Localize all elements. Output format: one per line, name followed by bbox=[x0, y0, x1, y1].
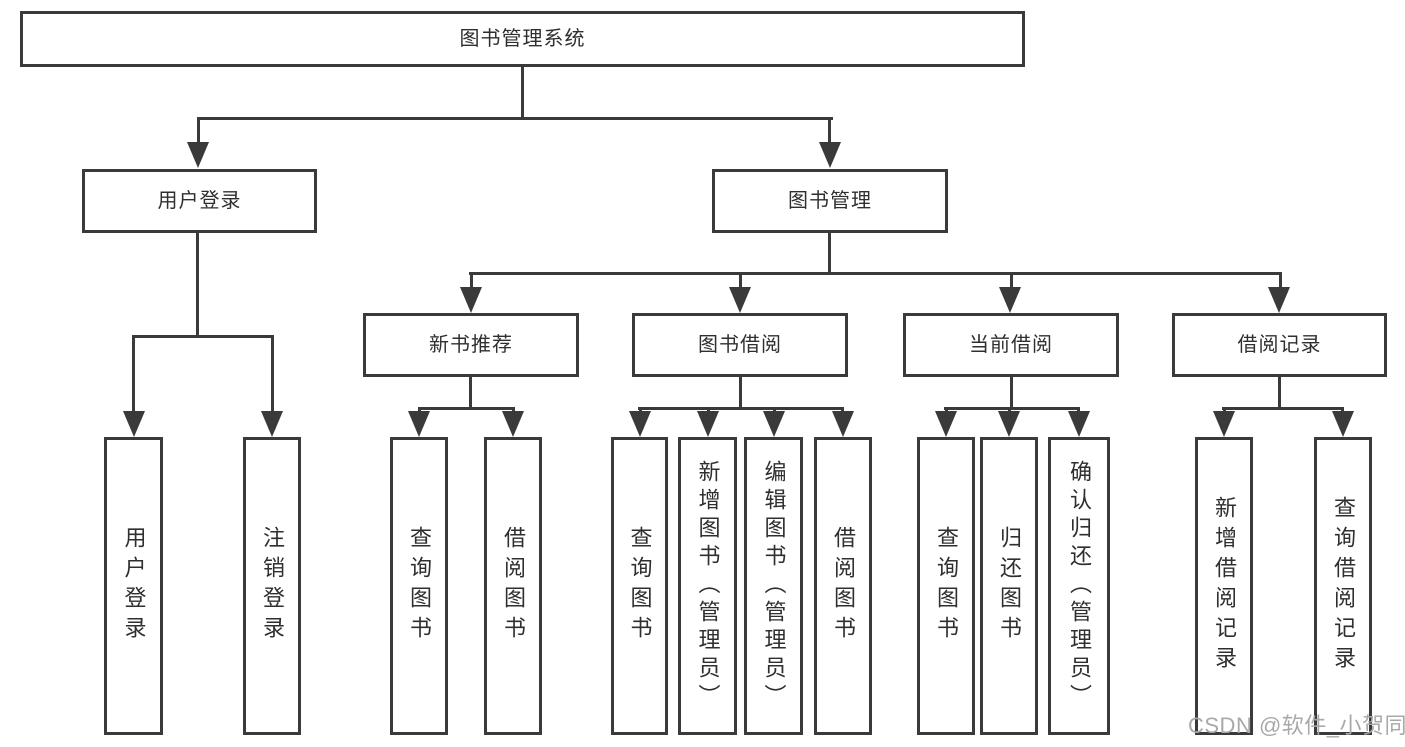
connector-line bbox=[828, 233, 831, 275]
leaf-query-book-3: 查询图书 bbox=[917, 437, 975, 735]
leaf-edit-book-admin: 编辑图书（管理员） bbox=[744, 437, 803, 735]
leaf-add-borrow-record: 新增借阅记录 bbox=[1195, 437, 1253, 735]
connector-line bbox=[271, 335, 274, 413]
node-label: 图书管理 bbox=[788, 190, 872, 212]
node-label: 用户登录 bbox=[157, 190, 242, 212]
node-label: 确认归还（管理员） bbox=[1067, 460, 1092, 712]
arrow-down-icon bbox=[935, 411, 957, 437]
connector-line bbox=[132, 335, 135, 413]
node-book-management: 图书管理 bbox=[712, 169, 948, 233]
arrow-down-icon bbox=[408, 411, 430, 437]
connector-line bbox=[1279, 272, 1282, 290]
connector-line bbox=[469, 272, 1281, 275]
leaf-add-book-admin: 新增图书（管理员） bbox=[678, 437, 737, 735]
node-label: 新书推荐 bbox=[429, 334, 513, 356]
leaf-user-login: 用户登录 bbox=[104, 437, 163, 735]
arrow-down-icon bbox=[629, 411, 651, 437]
arrow-down-icon bbox=[460, 287, 482, 313]
connector-line bbox=[739, 377, 742, 410]
leaf-query-book-1: 查询图书 bbox=[390, 437, 448, 735]
node-label: 图书借阅 bbox=[698, 334, 782, 356]
arrow-down-icon bbox=[999, 287, 1021, 313]
arrow-down-icon bbox=[832, 411, 854, 437]
node-borrow-records: 借阅记录 bbox=[1172, 313, 1387, 377]
connector-line bbox=[197, 117, 200, 146]
leaf-return-book: 归还图书 bbox=[980, 437, 1038, 735]
node-user-login: 用户登录 bbox=[82, 169, 317, 233]
node-new-book-recommend: 新书推荐 bbox=[363, 313, 579, 377]
leaf-query-borrow-record: 查询借阅记录 bbox=[1314, 437, 1372, 735]
node-label: 查询图书 bbox=[934, 526, 959, 646]
connector-line bbox=[739, 272, 742, 290]
arrow-down-icon bbox=[819, 142, 841, 168]
node-label: 编辑图书（管理员） bbox=[761, 460, 787, 712]
arrow-down-icon bbox=[763, 411, 785, 437]
node-label: 图书管理系统 bbox=[459, 28, 586, 50]
node-label: 新增借阅记录 bbox=[1212, 496, 1237, 676]
node-current-borrow: 当前借阅 bbox=[903, 313, 1119, 377]
connector-line bbox=[132, 335, 274, 338]
connector-line bbox=[1010, 377, 1013, 410]
connector-line bbox=[470, 272, 473, 290]
arrow-down-icon bbox=[1268, 287, 1290, 313]
arrow-down-icon bbox=[261, 411, 283, 437]
arrow-down-icon bbox=[1213, 411, 1235, 437]
connector-line bbox=[418, 407, 515, 410]
node-label: 查询借阅记录 bbox=[1331, 496, 1356, 676]
arrow-down-icon bbox=[123, 411, 145, 437]
connector-line bbox=[1222, 407, 1344, 410]
node-label: 当前借阅 bbox=[969, 334, 1053, 356]
node-label: 用户登录 bbox=[121, 526, 147, 646]
connector-line bbox=[197, 117, 833, 120]
connector-line bbox=[638, 407, 844, 410]
arrow-down-icon bbox=[1332, 411, 1354, 437]
leaf-query-book-2: 查询图书 bbox=[611, 437, 668, 735]
leaf-confirm-return-admin: 确认归还（管理员） bbox=[1048, 437, 1110, 735]
connector-line bbox=[521, 67, 524, 120]
arrow-down-icon bbox=[697, 411, 719, 437]
connector-line bbox=[1010, 272, 1013, 290]
node-label: 归还图书 bbox=[997, 526, 1022, 646]
node-label: 查询图书 bbox=[627, 526, 653, 646]
arrow-down-icon bbox=[1068, 411, 1090, 437]
leaf-borrow-book-2: 借阅图书 bbox=[814, 437, 872, 735]
node-label: 查询图书 bbox=[407, 526, 432, 646]
arrow-down-icon bbox=[502, 411, 524, 437]
connector-line bbox=[469, 377, 472, 410]
arrow-down-icon bbox=[187, 142, 209, 168]
connector-line bbox=[828, 117, 831, 146]
node-book-borrow: 图书借阅 bbox=[632, 313, 848, 377]
connector-line bbox=[196, 233, 199, 338]
node-label: 注销登录 bbox=[260, 526, 285, 646]
leaf-borrow-book-1: 借阅图书 bbox=[484, 437, 542, 735]
leaf-logout: 注销登录 bbox=[243, 437, 301, 735]
node-root: 图书管理系统 bbox=[20, 11, 1025, 67]
node-label: 借阅记录 bbox=[1237, 334, 1322, 356]
arrow-down-icon bbox=[729, 287, 751, 313]
arrow-down-icon bbox=[998, 411, 1020, 437]
watermark: CSDN @软件_小贺同学 bbox=[1188, 713, 1405, 738]
connector-line bbox=[1278, 377, 1281, 410]
node-label: 借阅图书 bbox=[831, 526, 856, 646]
node-label: 借阅图书 bbox=[501, 526, 526, 646]
connector-line bbox=[944, 407, 1080, 410]
node-label: 新增图书（管理员） bbox=[695, 460, 721, 712]
